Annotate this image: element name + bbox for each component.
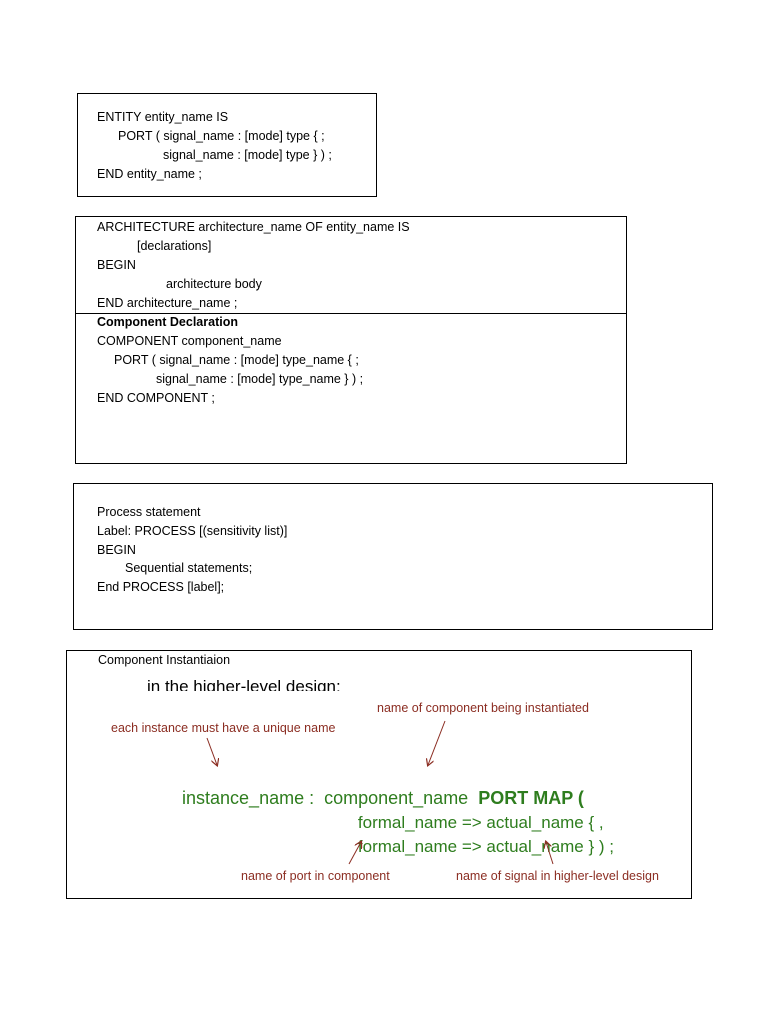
- section-divider: [76, 313, 626, 314]
- process-line-3: BEGIN: [97, 543, 136, 557]
- architecture-line-2: [declarations]: [137, 239, 212, 253]
- architecture-line-3: BEGIN: [97, 258, 136, 272]
- arrow-unique-name: [206, 737, 217, 765]
- component-line-3: signal_name : [mode] type_name } ) ;: [156, 372, 364, 386]
- component-declaration-heading: Component Declaration: [97, 315, 238, 329]
- annotation-signal-name: name of signal in higher-level design: [456, 869, 659, 883]
- architecture-line-1: ARCHITECTURE architecture_name OF entity…: [97, 220, 410, 234]
- arrow-port-name: [348, 842, 361, 865]
- syntax-line-1: instance_name : component_name PORT MAP …: [162, 768, 584, 828]
- annotation-port-name: name of port in component: [241, 869, 390, 883]
- entity-line-2: PORT ( signal_name : [mode] type { ;: [118, 129, 325, 143]
- entity-line-1: ENTITY entity_name IS: [97, 110, 229, 124]
- annotation-component-name: name of component being instantiated: [377, 701, 589, 715]
- syntax-port-map-keyword: PORT MAP (: [478, 788, 584, 808]
- component-line-1: COMPONENT component_name: [97, 334, 282, 348]
- arrow-signal-name: [546, 842, 554, 865]
- syntax-formal-name-1: formal_name =>: [357, 813, 487, 832]
- clipped-text: in the higher-level design:: [147, 677, 341, 691]
- architecture-line-5: END architecture_name ;: [97, 296, 238, 310]
- entity-line-4: END entity_name ;: [97, 167, 202, 181]
- process-line-4: Sequential statements;: [125, 561, 253, 575]
- process-statement-box: Process statement Label: PROCESS [(sensi…: [73, 483, 713, 630]
- arrow-component-name: [428, 720, 446, 765]
- component-line-2: PORT ( signal_name : [mode] type_name { …: [114, 353, 359, 367]
- entity-line-3: signal_name : [mode] type } ) ;: [163, 148, 332, 162]
- syntax-formal-name-2: formal_name =>: [357, 837, 487, 856]
- entity-declaration-box: ENTITY entity_name IS PORT ( signal_name…: [77, 93, 377, 197]
- architecture-line-4: architecture body: [166, 277, 262, 291]
- process-line-5: End PROCESS [label];: [97, 580, 225, 594]
- annotation-arrows: [206, 720, 554, 865]
- architecture-box: ARCHITECTURE architecture_name OF entity…: [75, 216, 627, 464]
- syntax-actual-name-1: actual_name { ,: [486, 813, 604, 832]
- process-line-1: Process statement: [97, 505, 201, 519]
- syntax-actual-name-2: actual_name } ) ;: [486, 837, 614, 856]
- instantiation-heading: Component Instantiaion: [98, 653, 231, 667]
- component-line-4: END COMPONENT ;: [97, 391, 215, 405]
- syntax-instance-component: instance_name : component_name: [182, 788, 479, 808]
- clipped-text-strip: in the higher-level design:: [145, 677, 405, 691]
- annotation-unique-name: each instance must have a unique name: [111, 721, 336, 735]
- component-instantiation-box: Component Instantiaion in the higher-lev…: [66, 650, 692, 899]
- syntax-line-2: formal_name => actual_name { ,: [339, 793, 604, 853]
- syntax-line-3: formal_name => actual_name } ) ;: [339, 817, 614, 877]
- process-line-2: Label: PROCESS [(sensitivity list)]: [97, 524, 288, 538]
